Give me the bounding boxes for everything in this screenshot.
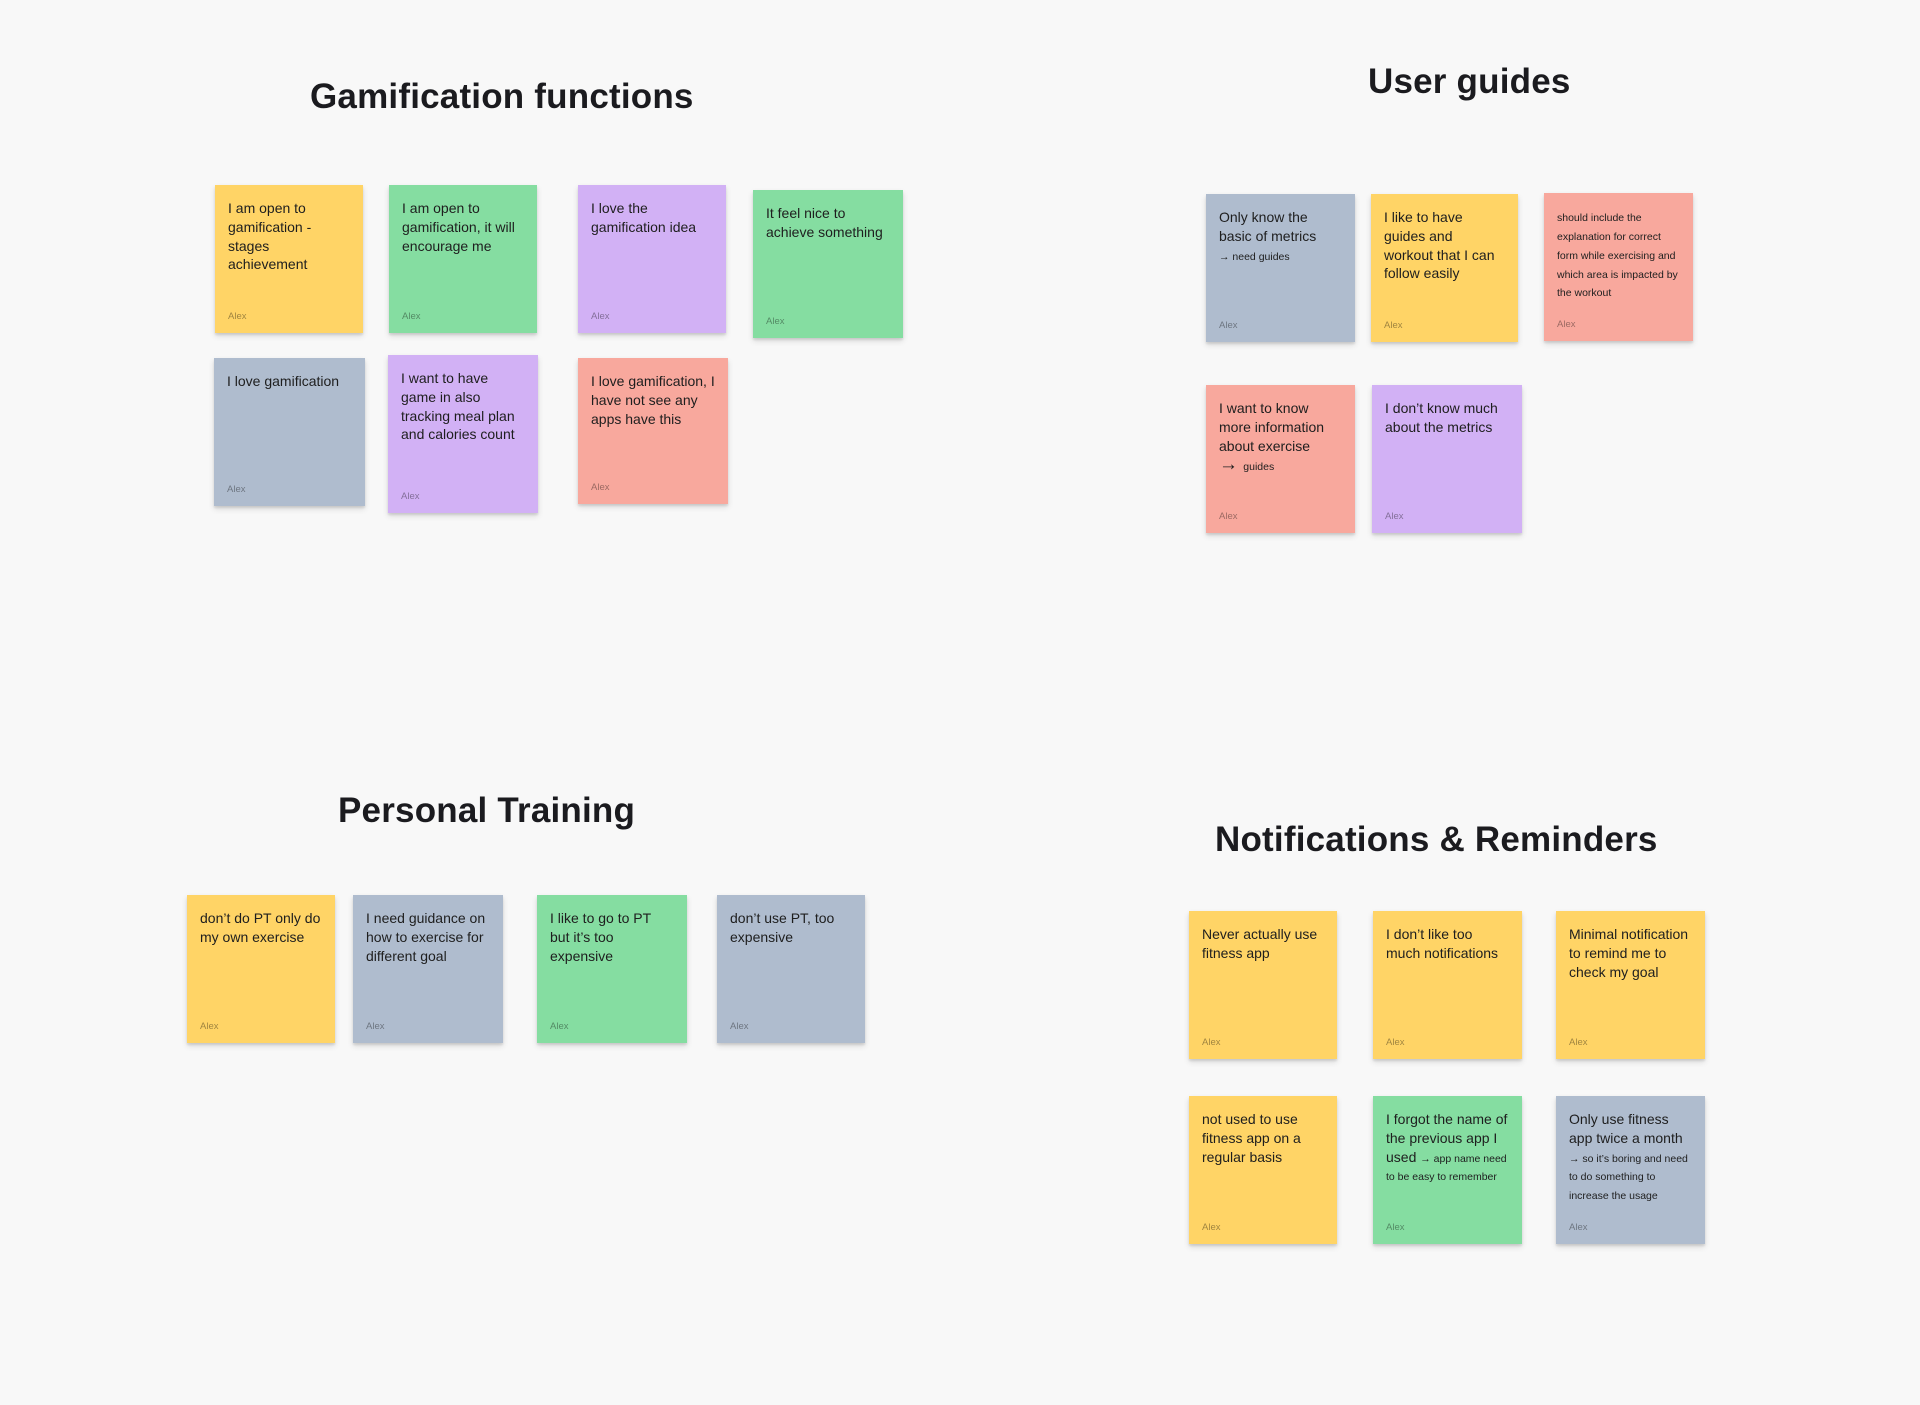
sticky-note-author: Alex	[402, 311, 421, 322]
sticky-note-author: Alex	[1557, 319, 1576, 330]
sticky-note[interactable]: I want to have game in also tracking mea…	[388, 355, 538, 513]
sticky-note[interactable]: I need guidance on how to exercise for d…	[353, 895, 503, 1043]
sticky-note[interactable]: I like to have guides and workout that I…	[1371, 194, 1518, 342]
sticky-note[interactable]: I am open to gamification - stages achie…	[215, 185, 363, 333]
sticky-note-author: Alex	[550, 1021, 569, 1032]
sticky-note-text: don’t use PT, too expensive	[730, 910, 835, 945]
sticky-note[interactable]: I like to go to PT but it’s too expensiv…	[537, 895, 687, 1043]
sticky-note-text: should include the explanation for corre…	[1557, 212, 1678, 300]
sticky-note[interactable]: Minimal notification to remind me to che…	[1556, 911, 1705, 1059]
sticky-note-text: I want to know more information about ex…	[1219, 400, 1325, 476]
sticky-note-author: Alex	[1202, 1222, 1221, 1233]
sticky-note-text: I love gamification	[227, 373, 340, 389]
section-title-gamification-functions[interactable]: Gamification functions	[310, 77, 694, 116]
sticky-note-author: Alex	[766, 316, 785, 327]
sticky-note-text: It feel nice to achieve something	[766, 205, 883, 240]
section-title-personal-training[interactable]: Personal Training	[338, 791, 636, 830]
sticky-note-text: Only use fitness app twice a month → so …	[1569, 1111, 1688, 1203]
sticky-note-author: Alex	[1219, 511, 1238, 522]
sticky-note-text: I forgot the name of the previous app I …	[1386, 1111, 1508, 1184]
sticky-note-text: I am open to gamification - stages achie…	[228, 200, 312, 273]
sticky-note[interactable]: I love gamification, I have not see any …	[578, 358, 728, 504]
section-title-notifications-reminders[interactable]: Notifications & Reminders	[1215, 820, 1658, 859]
sticky-note-author: Alex	[1384, 320, 1403, 331]
sticky-note-text: Minimal notification to remind me to che…	[1569, 926, 1689, 980]
sticky-note-author: Alex	[1386, 1037, 1405, 1048]
sticky-note-text: not used to use fitness app on a regular…	[1202, 1111, 1301, 1165]
sticky-note-author: Alex	[1569, 1222, 1588, 1233]
sticky-note-text: I don’t know much about the metrics	[1385, 400, 1498, 435]
sticky-note-author: Alex	[591, 482, 610, 493]
sticky-note[interactable]: I want to know more information about ex…	[1206, 385, 1355, 533]
sticky-note[interactable]: I forgot the name of the previous app I …	[1373, 1096, 1522, 1244]
sticky-note-text: Only know the basic of metrics→ need gui…	[1219, 209, 1317, 263]
sticky-note[interactable]: Only use fitness app twice a month → so …	[1556, 1096, 1705, 1244]
sticky-note-author: Alex	[1386, 1222, 1405, 1233]
sticky-note-author: Alex	[227, 484, 246, 495]
sticky-note-author: Alex	[730, 1021, 749, 1032]
sticky-note-author: Alex	[1569, 1037, 1588, 1048]
sticky-note[interactable]: Only know the basic of metrics→ need gui…	[1206, 194, 1355, 342]
sticky-note-text: I want to have game in also tracking mea…	[401, 370, 515, 443]
sticky-note-author: Alex	[591, 311, 610, 322]
sticky-note-text: I am open to gamification, it will encou…	[402, 200, 515, 254]
sticky-note[interactable]: I am open to gamification, it will encou…	[389, 185, 537, 333]
section-title-user-guides[interactable]: User guides	[1368, 62, 1571, 101]
sticky-note-author: Alex	[1202, 1037, 1221, 1048]
sticky-note-author: Alex	[200, 1021, 219, 1032]
sticky-note-text: I love the gamification idea	[591, 200, 697, 235]
sticky-note-author: Alex	[401, 491, 420, 502]
sticky-note-author: Alex	[1385, 511, 1404, 522]
sticky-note-text: I love gamification, I have not see any …	[591, 373, 715, 427]
sticky-note-text: I need guidance on how to exercise for d…	[366, 910, 486, 964]
sticky-note-text: I don’t like too much notifications	[1386, 926, 1499, 961]
sticky-note[interactable]: should include the explanation for corre…	[1544, 193, 1693, 341]
sticky-note-author: Alex	[366, 1021, 385, 1032]
sticky-note-text: I like to have guides and workout that I…	[1384, 209, 1495, 282]
sticky-note-author: Alex	[228, 311, 247, 322]
sticky-note-text: don’t do PT only do my own exercise	[200, 910, 321, 945]
sticky-note-text: I like to go to PT but it’s too expensiv…	[550, 910, 651, 964]
sticky-note-author: Alex	[1219, 320, 1238, 331]
sticky-note[interactable]: not used to use fitness app on a regular…	[1189, 1096, 1337, 1244]
sticky-note-text: Never actually use fitness app	[1202, 926, 1318, 961]
